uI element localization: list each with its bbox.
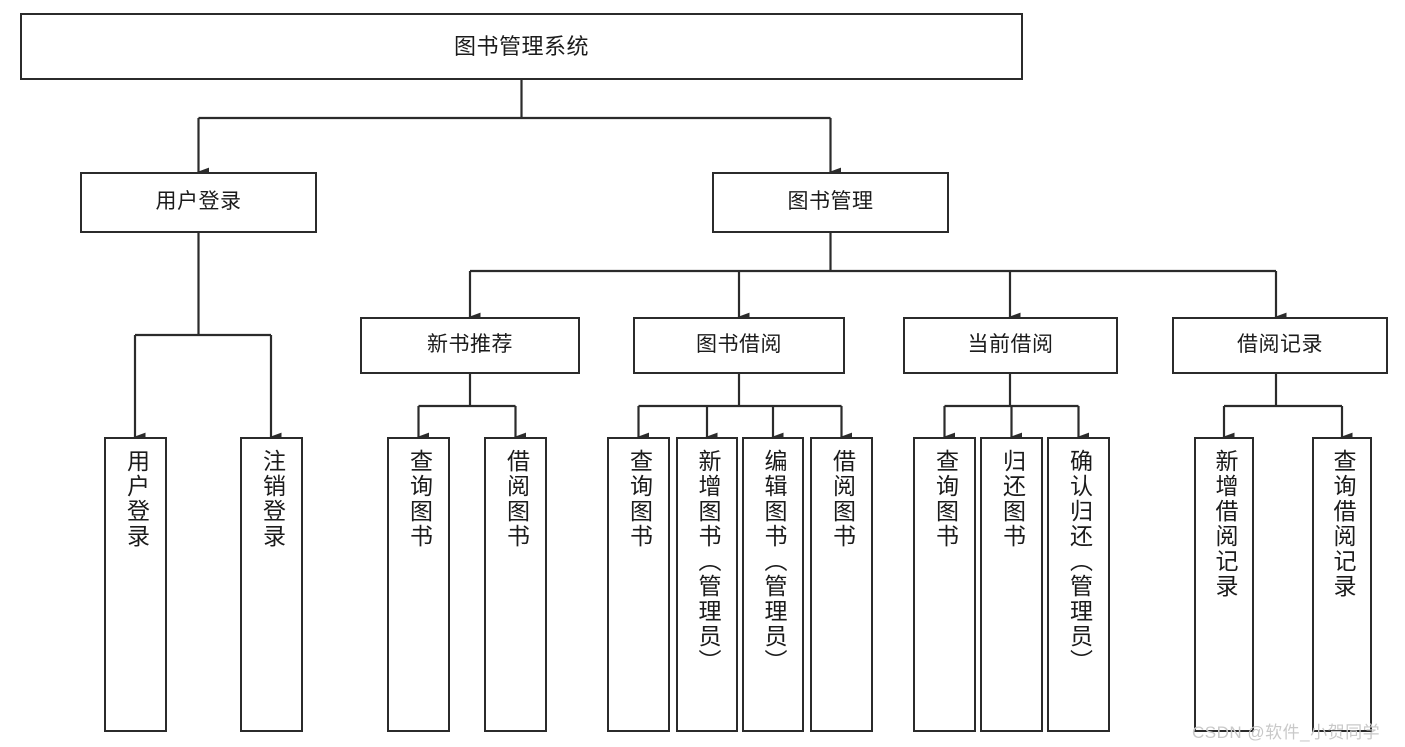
node-leaf-user-logout[interactable]: 注销登录: [240, 437, 303, 732]
node-leaf-add-borrow-record-label: 新增借阅记录: [1211, 449, 1238, 599]
node-root-label: 图书管理系统: [453, 33, 589, 59]
node-borrow-records[interactable]: 借阅记录: [1172, 317, 1388, 374]
node-leaf-query-books-recommend-label: 查询图书: [406, 449, 433, 549]
node-leaf-return-books-label: 归还图书: [999, 449, 1026, 549]
node-leaf-confirm-return-admin[interactable]: 确认归还（管理员）: [1047, 437, 1110, 732]
node-leaf-borrow-books-recommend[interactable]: 借阅图书: [484, 437, 547, 732]
node-book-borrow-label: 图书借阅: [696, 333, 782, 357]
node-leaf-borrow-books-borrow-label: 借阅图书: [829, 449, 856, 549]
node-leaf-query-books-current-label: 查询图书: [932, 449, 959, 549]
node-leaf-query-books-recommend[interactable]: 查询图书: [387, 437, 450, 732]
node-leaf-edit-book-admin[interactable]: 编辑图书（管理员）: [742, 437, 804, 732]
node-leaf-edit-book-admin-label: 编辑图书（管理员）: [760, 449, 787, 674]
node-leaf-user-login-label: 用户登录: [123, 449, 150, 549]
node-leaf-confirm-return-admin-label: 确认归还（管理员）: [1066, 449, 1093, 674]
node-leaf-query-borrow-record-label: 查询借阅记录: [1329, 449, 1356, 599]
node-borrow-records-label: 借阅记录: [1237, 333, 1323, 357]
node-book-borrow[interactable]: 图书借阅: [633, 317, 845, 374]
node-book-management[interactable]: 图书管理: [712, 172, 949, 233]
node-leaf-borrow-books-recommend-label: 借阅图书: [503, 449, 530, 549]
node-leaf-query-books-borrow-label: 查询图书: [626, 449, 653, 549]
node-root[interactable]: 图书管理系统: [20, 13, 1023, 80]
node-leaf-user-login[interactable]: 用户登录: [104, 437, 167, 732]
node-leaf-query-borrow-record[interactable]: 查询借阅记录: [1312, 437, 1372, 732]
node-leaf-return-books[interactable]: 归还图书: [980, 437, 1043, 732]
node-current-borrow-label: 当前借阅: [967, 333, 1054, 357]
tree-edges: [133, 80, 1353, 442]
node-new-book-recommend[interactable]: 新书推荐: [360, 317, 580, 374]
node-leaf-query-books-borrow[interactable]: 查询图书: [607, 437, 670, 732]
node-new-book-recommend-label: 新书推荐: [427, 333, 513, 357]
node-leaf-query-books-current[interactable]: 查询图书: [913, 437, 976, 732]
node-leaf-user-logout-label: 注销登录: [259, 449, 286, 549]
node-user-login[interactable]: 用户登录: [80, 172, 317, 233]
node-leaf-borrow-books-borrow[interactable]: 借阅图书: [810, 437, 873, 732]
node-leaf-add-book-admin-label: 新增图书（管理员）: [694, 449, 721, 674]
node-user-login-label: 用户登录: [155, 190, 242, 214]
node-leaf-add-book-admin[interactable]: 新增图书（管理员）: [676, 437, 738, 732]
node-book-management-label: 图书管理: [787, 190, 874, 214]
node-current-borrow[interactable]: 当前借阅: [903, 317, 1118, 374]
node-leaf-add-borrow-record[interactable]: 新增借阅记录: [1194, 437, 1254, 732]
